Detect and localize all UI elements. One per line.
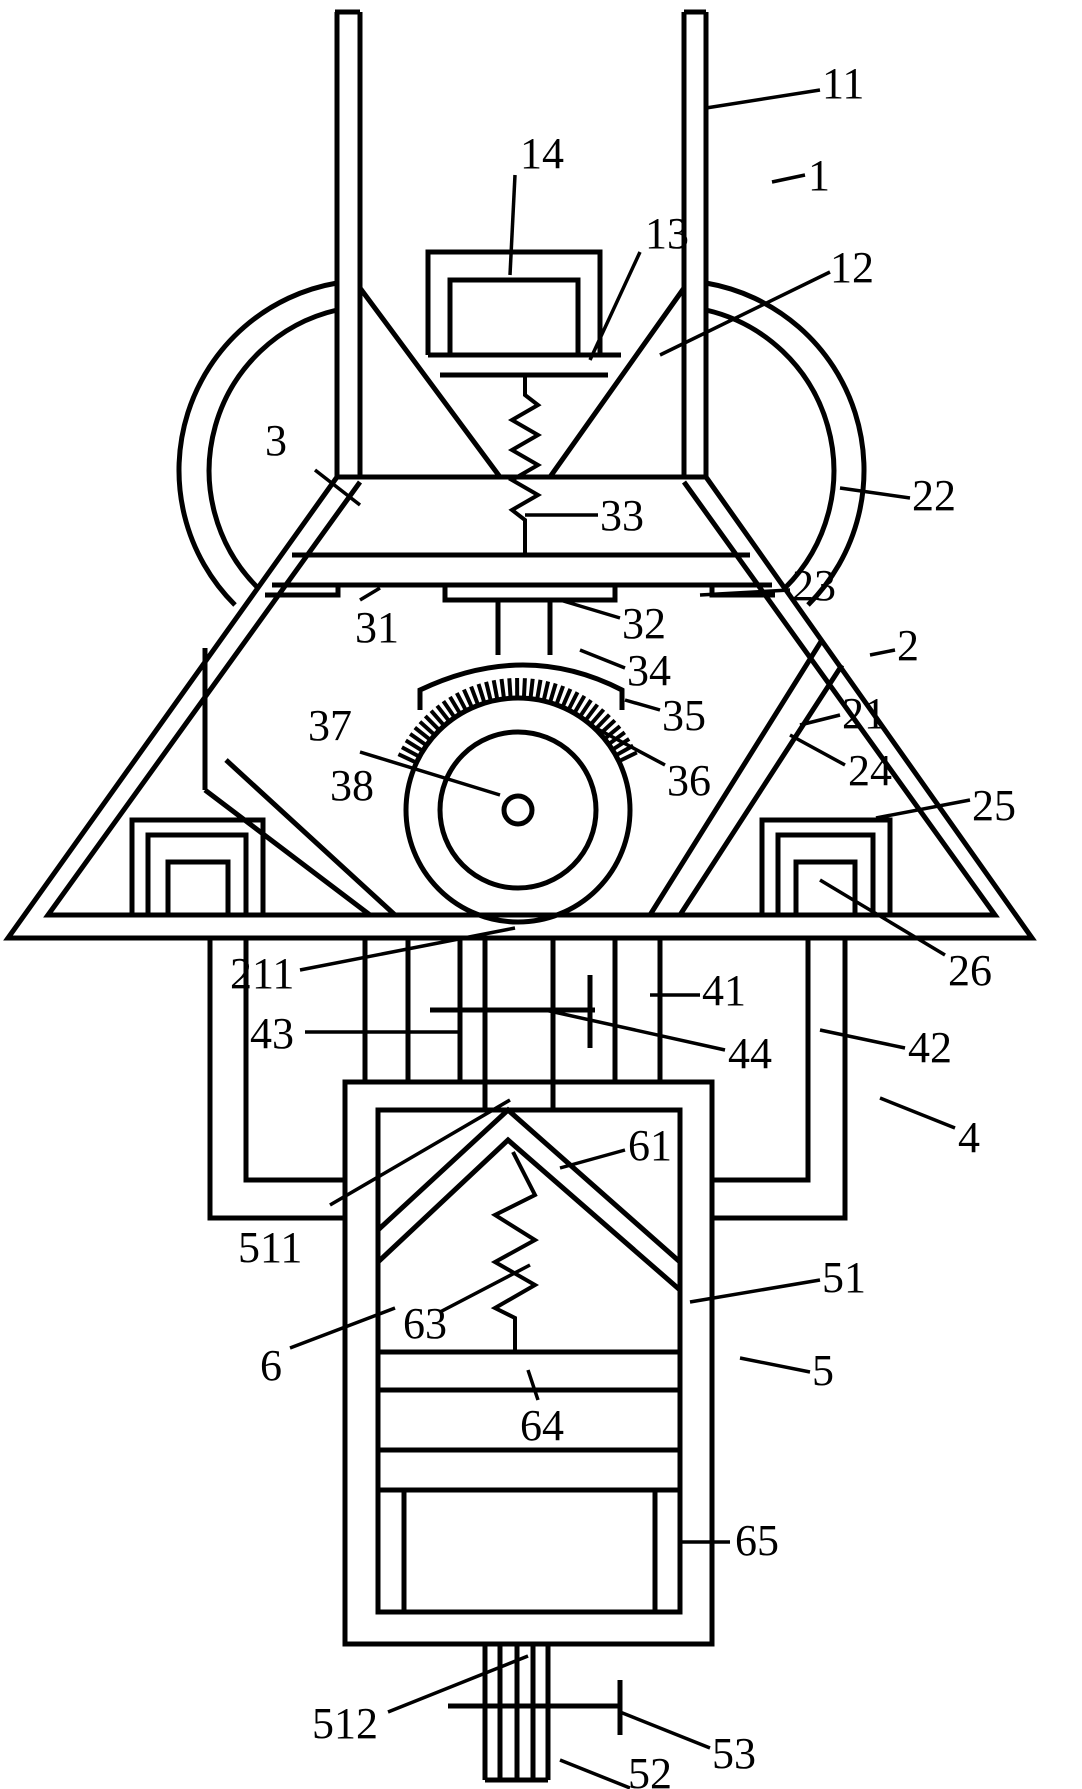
gear-tooth (594, 713, 611, 731)
gear-tooth (611, 737, 631, 752)
gear-tooth (397, 752, 418, 765)
label-3: 3 (265, 416, 287, 465)
gear-tooth (578, 698, 593, 718)
label-11: 11 (822, 59, 864, 108)
gear-tooth (528, 678, 535, 699)
gear-tooth (521, 678, 527, 699)
label-23: 23 (792, 561, 836, 610)
gear-tooth (435, 704, 451, 723)
label-36: 36 (667, 756, 711, 805)
label-44: 44 (728, 1029, 772, 1078)
gear-tooth (603, 724, 622, 741)
label-14: 14 (520, 129, 564, 178)
label-41: 41 (702, 966, 746, 1015)
gear-tooth (469, 685, 481, 707)
label-35: 35 (662, 691, 706, 740)
gear-tooth (441, 699, 457, 719)
gear-tooth (404, 738, 424, 753)
gear-tooth (462, 688, 474, 709)
label-37: 37 (308, 701, 352, 750)
label-12: 12 (830, 243, 874, 292)
leader-lines (289, 88, 971, 1789)
label-26: 26 (948, 946, 992, 995)
gear-tooth (566, 691, 580, 711)
hopper-assembly (334, 9, 709, 555)
lower-housing (342, 1079, 715, 1783)
label-34: 34 (627, 646, 671, 695)
label-31: 31 (355, 603, 399, 652)
gear-tooth (560, 688, 573, 708)
label-511: 511 (238, 1223, 302, 1272)
label-65: 65 (735, 1516, 779, 1565)
label-51: 51 (822, 1253, 866, 1302)
label-63: 63 (403, 1299, 447, 1348)
gear-tooth (484, 681, 493, 702)
gear-tooth (535, 679, 543, 700)
pipe-assembly (207, 938, 848, 1221)
label-1: 1 (808, 151, 830, 200)
reference-labels: 11 1 14 13 12 3 22 33 23 31 32 2 34 35 2… (230, 59, 1016, 1789)
label-25: 25 (972, 781, 1016, 830)
label-13: 13 (645, 209, 689, 258)
gear-tooth (418, 720, 437, 737)
gear-tooth (541, 681, 551, 702)
label-61: 61 (628, 1121, 672, 1170)
gear-tooth (589, 708, 606, 726)
label-2: 2 (897, 621, 919, 670)
label-5: 5 (812, 1346, 834, 1395)
label-21: 21 (842, 689, 886, 738)
label-38: 38 (330, 761, 374, 810)
gear-tooth (583, 703, 600, 722)
label-24: 24 (848, 746, 892, 795)
gear-tooth (499, 678, 506, 700)
gear-tooth (572, 694, 587, 715)
gear-tooth (448, 695, 463, 716)
gear-tooth (548, 682, 558, 704)
label-53: 53 (712, 1729, 756, 1778)
label-6: 6 (260, 1341, 282, 1390)
gear-tooth (423, 714, 441, 732)
label-32: 32 (622, 599, 666, 648)
label-64: 64 (520, 1401, 564, 1450)
gear-tooth (476, 683, 487, 704)
label-211: 211 (230, 949, 294, 998)
gear-tooth (429, 709, 446, 728)
gear-tooth (491, 679, 500, 701)
gear-teeth (397, 677, 638, 765)
gear-tooth (554, 685, 565, 706)
label-52: 52 (628, 1749, 672, 1789)
gear-tooth (413, 726, 432, 742)
label-512: 512 (312, 1699, 378, 1748)
gear-tooth (507, 678, 513, 699)
label-22: 22 (912, 471, 956, 520)
gear-tooth (617, 750, 638, 764)
gear-tooth (455, 692, 468, 712)
gear-tooth (400, 745, 421, 759)
label-42: 42 (908, 1023, 952, 1072)
label-33: 33 (600, 491, 644, 540)
label-43: 43 (250, 1009, 294, 1058)
gear-tooth (408, 732, 428, 748)
label-4: 4 (958, 1113, 980, 1162)
